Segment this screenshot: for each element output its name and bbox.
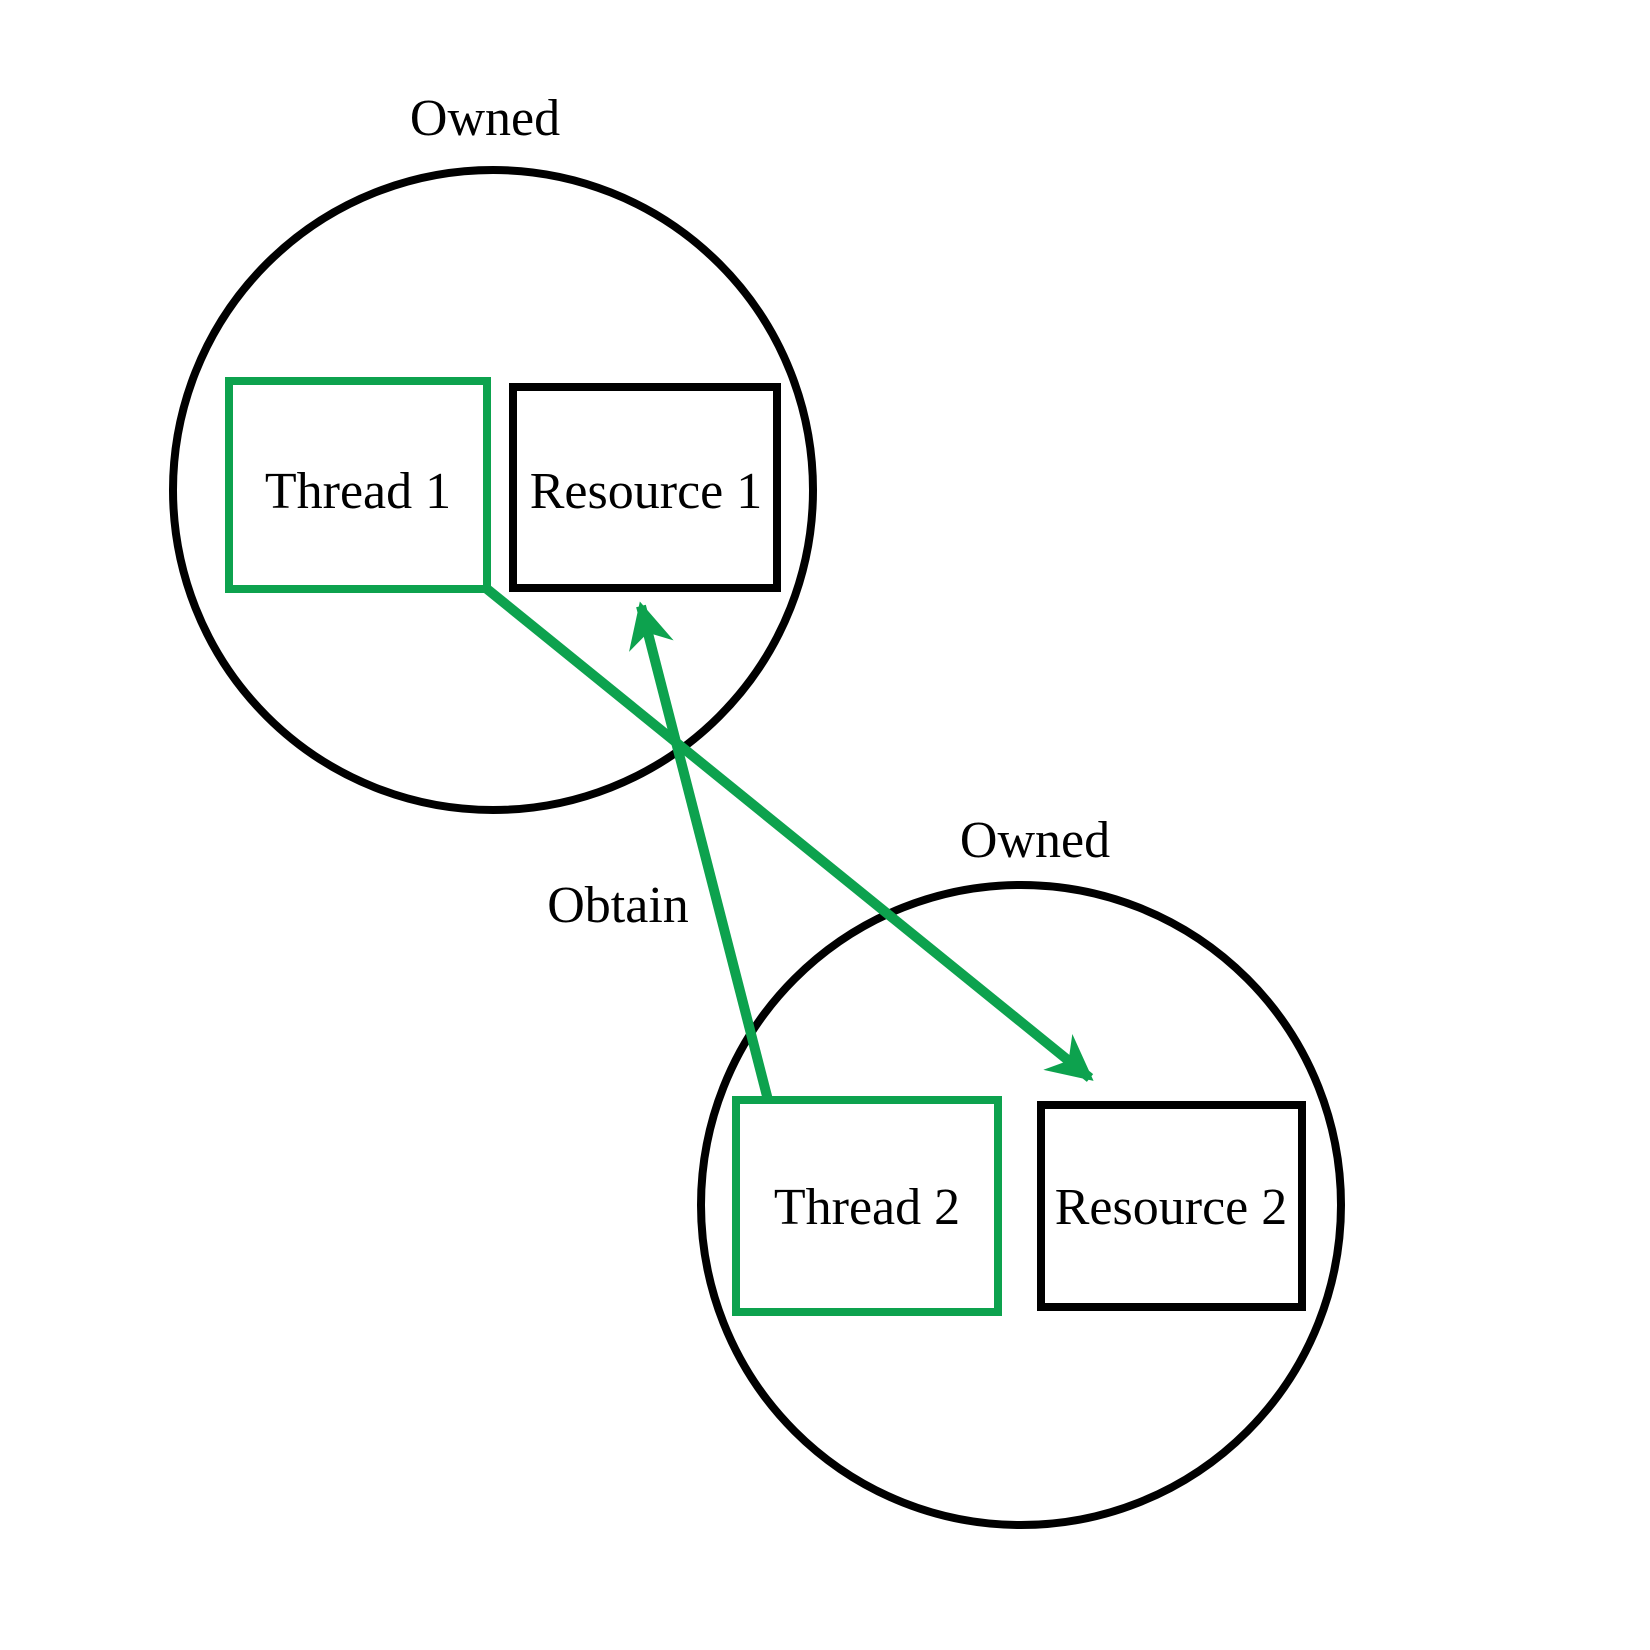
- owned-label-1: Owned: [410, 90, 560, 147]
- resource-1-label: Resource 1: [530, 463, 762, 520]
- thread-1-box: [225, 377, 491, 593]
- ownership-circle-1: [169, 166, 817, 814]
- thread-1-label: Thread 1: [265, 463, 451, 520]
- arrow-thread2-to-resource1: [629, 601, 773, 1102]
- resource-2-box: [1037, 1101, 1306, 1311]
- obtain-label: Obtain: [547, 877, 689, 934]
- thread-2-box: [732, 1096, 1002, 1316]
- owned-label-2: Owned: [960, 812, 1110, 869]
- thread-2-label: Thread 2: [774, 1179, 960, 1236]
- ownership-circle-2: [697, 881, 1345, 1529]
- resource-2-label: Resource 2: [1055, 1179, 1287, 1236]
- resource-1-box: [509, 383, 781, 592]
- arrow-thread1-to-resource2: [483, 585, 1094, 1082]
